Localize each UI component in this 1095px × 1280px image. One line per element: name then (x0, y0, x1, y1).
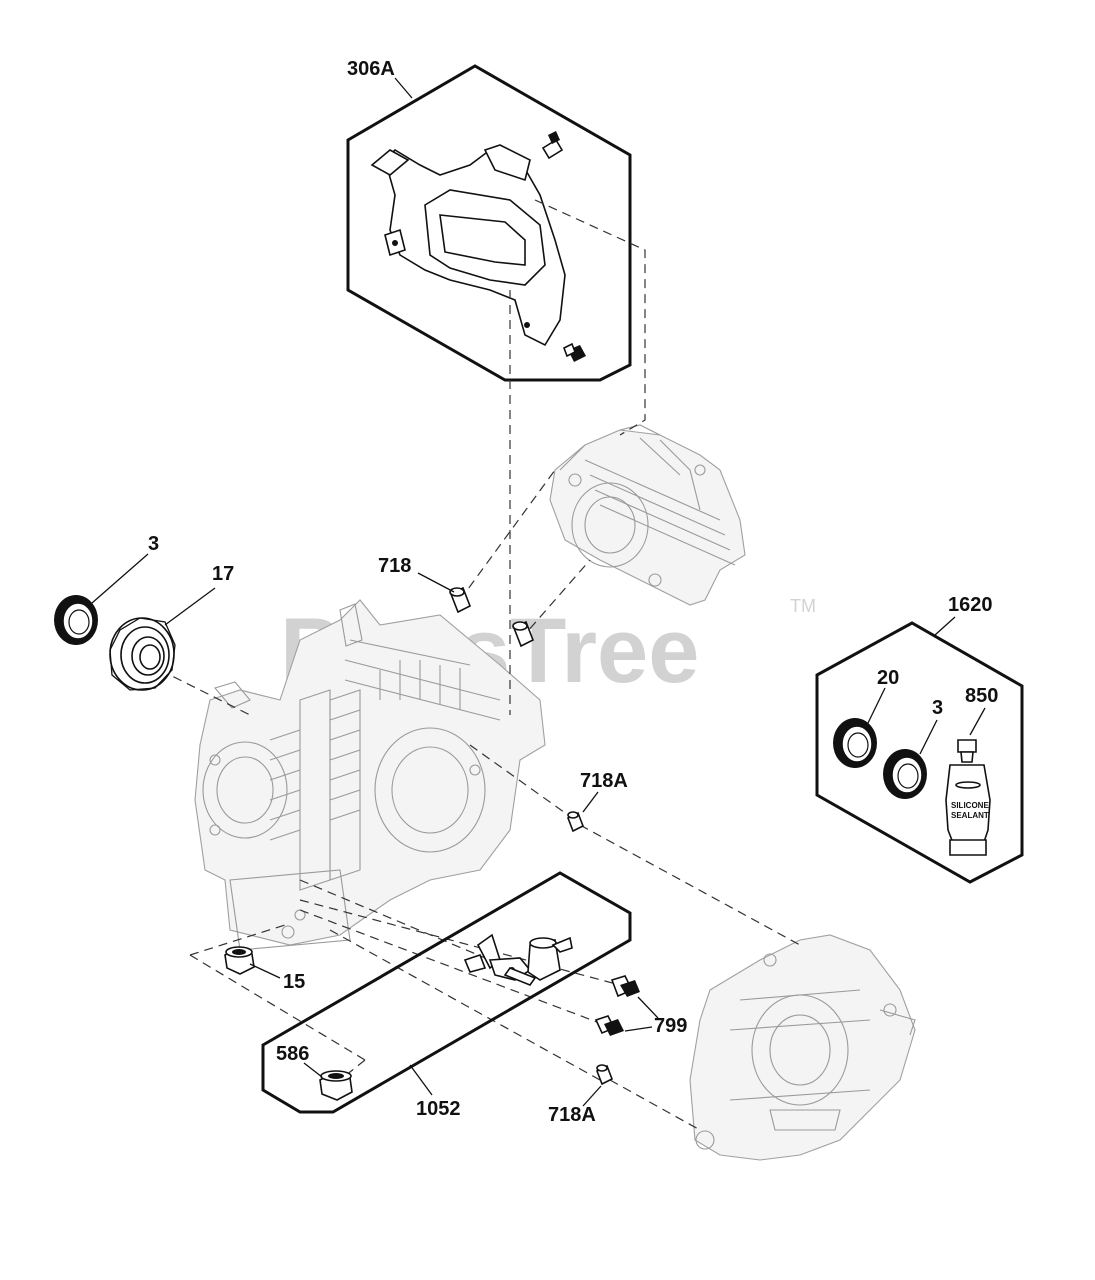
kit-1052-group: 1052 586 (261, 871, 632, 1120)
cylinder-head-ghost (549, 424, 746, 606)
alignment-lines (159, 199, 801, 1131)
callout-1620[interactable]: 1620 (948, 594, 993, 616)
silicone-sealant-tube[interactable]: SILICONE SEALANT (945, 739, 991, 856)
kit-1052-outline (261, 871, 632, 1114)
dowel-sleeve-718-b[interactable] (512, 620, 535, 648)
callout-718[interactable]: 718 (378, 555, 411, 577)
callout-586[interactable]: 586 (276, 1043, 309, 1065)
kit-306A-outline (346, 64, 632, 382)
crankcase-ghost (194, 599, 546, 951)
trademark-symbol: TM (790, 596, 816, 616)
sealant-label-line2: SEALANT (951, 811, 989, 820)
oil-seal-20[interactable] (833, 718, 877, 768)
shield-bottom-bolt[interactable] (562, 342, 586, 362)
callout-15[interactable]: 15 (283, 971, 305, 993)
oil-seal-3-right[interactable] (883, 749, 927, 799)
kit-306A-group: 306A (346, 58, 632, 382)
callout-718A-upper[interactable]: 718A (580, 770, 628, 792)
shield-top-bolt[interactable] (541, 131, 564, 160)
kit-1620-group: 1620 20 3 SILICONE SEALANT 850 (815, 594, 1024, 884)
screw-799-a[interactable] (610, 975, 640, 998)
sealant-label-line1: SILICONE (951, 801, 989, 810)
plug-15[interactable] (224, 946, 255, 975)
callout-3-right[interactable]: 3 (932, 697, 943, 719)
callout-799[interactable]: 799 (654, 1015, 687, 1037)
callout-850[interactable]: 850 (965, 685, 998, 707)
callout-306A[interactable]: 306A (347, 58, 395, 80)
plug-586[interactable] (319, 1070, 353, 1101)
kit-1620-outline (815, 621, 1024, 884)
callout-20[interactable]: 20 (877, 667, 899, 689)
screw-799-b[interactable] (594, 1015, 624, 1036)
ball-bearing[interactable] (109, 617, 176, 691)
dowel-pin-718A-upper[interactable] (566, 811, 585, 833)
callout-17[interactable]: 17 (212, 563, 234, 585)
dowel-pin-718A-lower[interactable] (595, 1064, 614, 1086)
shield-part[interactable] (370, 144, 566, 347)
oil-seal-left[interactable] (54, 595, 98, 645)
dowel-sleeve-718-a[interactable] (449, 586, 472, 614)
callout-1052[interactable]: 1052 (416, 1098, 461, 1120)
callout-3-left[interactable]: 3 (148, 533, 159, 555)
callout-718A-lower[interactable]: 718A (548, 1104, 596, 1126)
crankcase-cover-ghost (689, 934, 916, 1161)
governor-shaft-assembly[interactable] (463, 933, 573, 986)
